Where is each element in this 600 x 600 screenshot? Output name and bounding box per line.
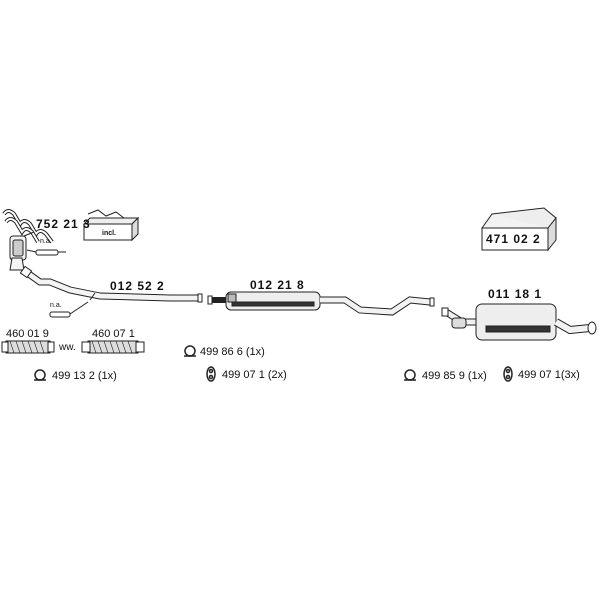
kit-box-drawing [481,207,557,252]
ring-front-label: 499 13 2 (1x) [52,370,117,382]
middle-silencer-part-number: 012 21 8 [250,278,305,292]
lambda-sensor-2 [49,301,89,318]
front-pipe-drawing [19,265,203,303]
kit-box-part-number: 471 02 2 [486,232,541,246]
ring-rear-label: 499 85 9 (1x) [422,370,487,382]
manifold-part-number: 752 21 3 [36,217,91,231]
flex-separator-label: ww. [59,342,76,353]
rubber-rear-label: 499 07 1(3x) [518,369,580,381]
lambda-sensor-1 [35,249,66,256]
flex-pipe-b-part-number: 460 07 1 [92,328,135,340]
rubber-mount-icon [206,366,216,382]
ring-middle-label: 499 86 6 (1x) [200,346,265,358]
flex-pipe-a-part-number: 460 01 9 [6,328,49,340]
rubber-mount-icon [503,366,513,382]
ring-icon [34,369,46,381]
rear-silencer-drawing [441,303,597,341]
front-pipe-part-number: 012 52 2 [110,279,165,293]
not-applicable-label-2: n.a. [50,302,62,309]
middle-silencer-drawing [207,291,435,316]
manifold-box-label: incl. [102,230,117,237]
flex-pipe-a-drawing [1,340,55,354]
flex-pipe-b-drawing [81,340,145,354]
not-applicable-label-1: n.a. [40,238,52,245]
rear-silencer-part-number: 011 18 1 [488,287,543,301]
manifold-drawing [2,209,54,271]
manifold-box-drawing [82,209,140,242]
ring-icon [184,345,196,357]
ring-icon [404,369,416,381]
rubber-middle-label: 499 07 1 (2x) [222,369,287,381]
